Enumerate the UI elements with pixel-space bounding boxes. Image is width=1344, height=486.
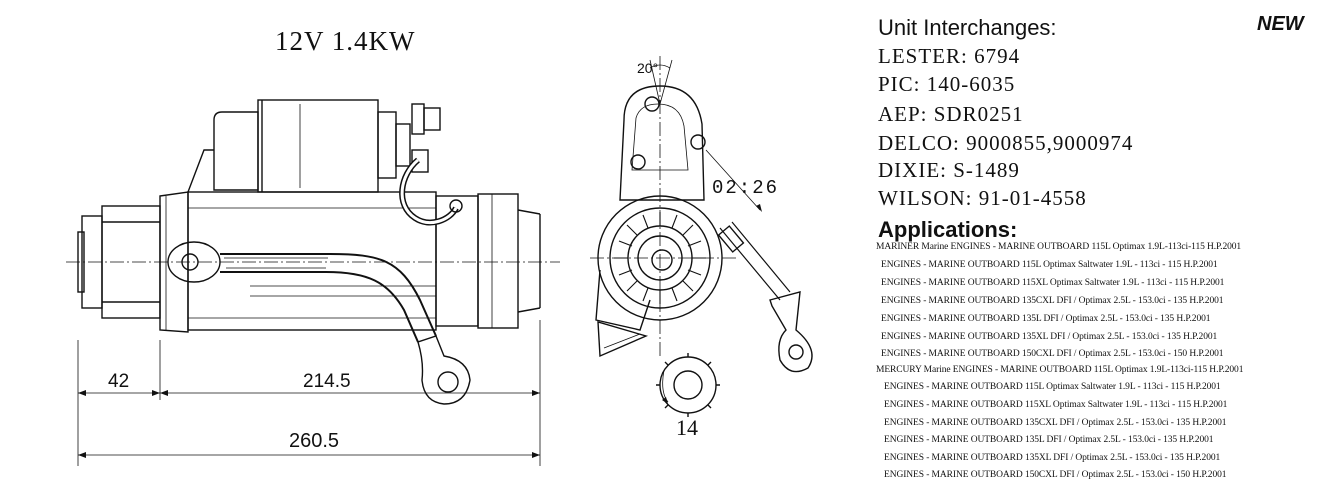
application-row: ENGINES - MARINE OUTBOARD 135L DFI / Opt… — [881, 314, 1211, 324]
interchange-row: PIC: 140-6035 — [878, 72, 1016, 96]
interchanges-heading: Unit Interchanges: — [878, 15, 1057, 40]
application-row: MERCURY Marine ENGINES - MARINE OUTBOARD… — [876, 365, 1244, 375]
voltage-power-label: 12V 1.4KW — [275, 26, 416, 56]
application-row: ENGINES - MARINE OUTBOARD 135XL DFI / Op… — [881, 332, 1218, 342]
application-row: ENGINES - MARINE OUTBOARD 135CXL DFI / O… — [881, 296, 1224, 306]
new-badge: NEW — [1257, 13, 1304, 35]
application-row: ENGINES - MARINE OUTBOARD 115L Optimax S… — [884, 382, 1221, 392]
starter-end-view — [590, 56, 813, 417]
dimension-overall-length: 260.5 — [289, 430, 340, 452]
pinion-tooth-count: 14 — [676, 415, 698, 440]
application-row: ENGINES - MARINE OUTBOARD 135XL DFI / Op… — [884, 453, 1221, 463]
dimension-214-5: 214.5 — [303, 371, 351, 392]
interchange-row: DIXIE: S-1489 — [878, 158, 1020, 182]
mount-angle-label: 20° — [637, 60, 659, 76]
application-row: ENGINES - MARINE OUTBOARD 135L DFI / Opt… — [884, 435, 1214, 445]
application-row: ENGINES - MARINE OUTBOARD 135CXL DFI / O… — [884, 418, 1227, 428]
clock-position-label: 02:26 — [712, 177, 780, 199]
application-row: ENGINES - MARINE OUTBOARD 115L Optimax S… — [881, 260, 1218, 270]
application-row: ENGINES - MARINE OUTBOARD 115XL Optimax … — [884, 400, 1228, 410]
dimension-42: 42 — [108, 371, 130, 392]
applications-heading: Applications: — [878, 217, 1018, 242]
interchange-row: DELCO: 9000855,9000974 — [878, 131, 1134, 155]
application-row: MARINER Marine ENGINES - MARINE OUTBOARD… — [876, 242, 1242, 252]
application-row: ENGINES - MARINE OUTBOARD 150CXL DFI / O… — [884, 470, 1227, 480]
interchange-row: AEP: SDR0251 — [878, 102, 1024, 126]
application-row: ENGINES - MARINE OUTBOARD 115XL Optimax … — [881, 278, 1225, 288]
starter-side-view — [66, 99, 560, 466]
application-row: ENGINES - MARINE OUTBOARD 150CXL DFI / O… — [881, 349, 1224, 359]
interchange-row: WILSON: 91-01-4558 — [878, 186, 1087, 210]
interchange-row: LESTER: 6794 — [878, 44, 1021, 68]
